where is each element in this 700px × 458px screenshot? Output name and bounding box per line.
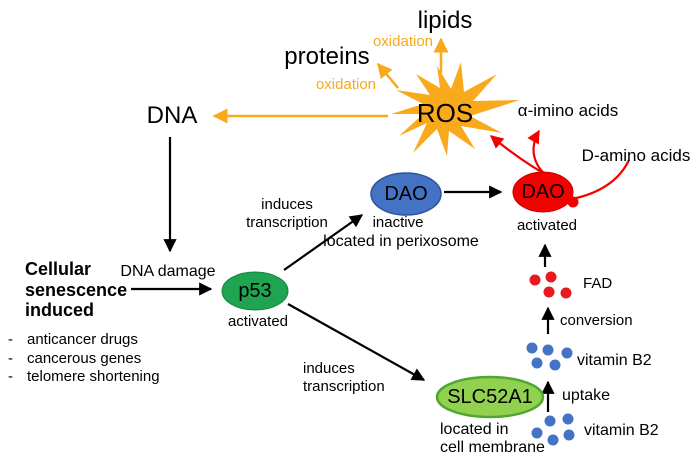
conversion-label: conversion	[560, 312, 633, 329]
list-item-label: cancerous genes	[27, 349, 142, 367]
list-item: - cancerous genes	[8, 350, 160, 369]
vitamin-b2-lower-label: vitamin B2	[584, 422, 659, 439]
arrow-ros-to-proteins	[377, 62, 399, 89]
dna-damage-label: DNA damage	[120, 263, 216, 280]
dao-inactive-location: located in perixosome	[323, 233, 479, 250]
alpha-imino-acids-label: α-imino acids	[517, 101, 619, 120]
lipids-label: lipids	[417, 7, 473, 34]
arrow-p53-to-slc52a1	[287, 303, 426, 381]
d-amino-acids-label: D-amino acids	[581, 146, 691, 165]
p53-label: p53	[238, 280, 272, 302]
curve-damino-to-dao	[571, 159, 630, 201]
list-dash: -	[8, 331, 13, 348]
slc52a1-label: SLC52A1	[447, 386, 533, 408]
p53-status: activated	[227, 313, 289, 330]
vitamin-b2-upper-label: vitamin B2	[577, 352, 652, 369]
fad-dots	[529, 271, 572, 299]
ros-label: ROS	[416, 98, 474, 128]
dao-inactive-label: DAO	[384, 183, 428, 205]
uptake-label: uptake	[562, 387, 611, 404]
oxidation-upper-label: oxidation	[372, 33, 434, 50]
proteins-label: proteins	[284, 43, 370, 70]
dao-active-dot	[567, 196, 579, 208]
arrow-p53-to-dao	[283, 214, 364, 271]
dao-active-label: DAO	[521, 181, 565, 203]
cellular-senescence-heading: Cellular senescence induced	[25, 259, 128, 321]
dao-inactive-status: inactive	[372, 214, 424, 231]
list-item: - anticancer drugs	[8, 331, 160, 350]
dao-active-status: activated	[516, 217, 578, 234]
list-item: - telomere shortening	[8, 368, 160, 387]
induces-transcription-upper-label: induces transcription	[246, 196, 328, 231]
dna-label: DNA	[146, 102, 198, 129]
list-item-label: anticancer drugs	[27, 331, 138, 348]
list-dash: -	[8, 368, 13, 386]
oxidation-lower-label: oxidation	[315, 76, 377, 93]
list-dash: -	[8, 349, 13, 367]
slc52a1-ellipse	[435, 375, 545, 419]
fad-label: FAD	[583, 275, 613, 292]
ros-starburst	[391, 62, 520, 156]
dao-active-ellipse	[512, 171, 574, 213]
vitamin-b2-upper-dots	[526, 342, 573, 371]
vitamin-b2-lower-dots	[531, 413, 575, 446]
induces-transcription-lower-label: induces transcription	[303, 360, 385, 396]
p53-ellipse	[221, 271, 289, 311]
dao-inactive-ellipse	[370, 172, 442, 216]
senescence-causes-list: - anticancer drugs - cancerous genes - t…	[8, 331, 160, 387]
list-item-label: telomere shortening	[27, 368, 160, 386]
slc52a1-location: located in cell membrane	[440, 421, 545, 457]
